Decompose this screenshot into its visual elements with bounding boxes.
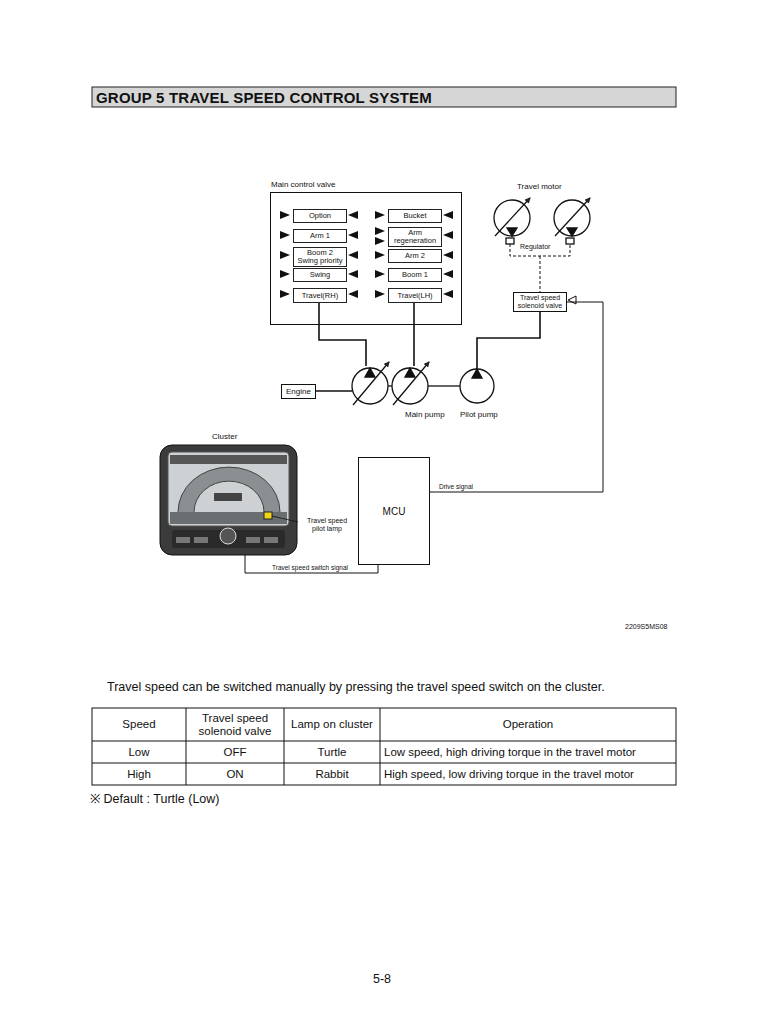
table-cell: Operation: [380, 708, 676, 741]
component-box: Engine: [281, 384, 316, 399]
part-label: Pilot pump: [460, 410, 498, 419]
hydraulic-lines: [316, 303, 540, 391]
table-cell: Lamp on cluster: [284, 708, 380, 741]
spool-box: Travel(LH): [388, 288, 442, 303]
node-text: Main control valve: [271, 180, 335, 189]
node-text: Travel(LH): [397, 292, 432, 300]
title-bar: [92, 87, 676, 107]
title: GROUP 5 TRAVEL SPEED CONTROL SYSTEM: [96, 89, 432, 106]
node-text: Arm regeneration: [391, 229, 439, 245]
node-text: Travel speed solenoid valve: [516, 294, 564, 310]
part-label: Regulator: [520, 243, 550, 251]
table-cell: Travel speed solenoid valve: [186, 708, 284, 741]
page-number: 5-8: [373, 972, 391, 986]
table-cell: Turtle: [284, 741, 380, 763]
table-cell: High speed, low driving torque in the tr…: [380, 763, 676, 785]
leader-line: [272, 516, 298, 522]
signal-wire: [430, 302, 603, 492]
cluster-illustration: [160, 445, 297, 555]
solenoid-symbol: [568, 296, 576, 304]
controller-box: MCU: [358, 457, 430, 565]
node-text: Travel(RH): [302, 292, 338, 300]
pilot-arrows: [280, 211, 453, 298]
spool-box: Arm 1: [293, 229, 347, 243]
node-text: Bucket: [404, 212, 427, 220]
node-text: Boom 2 Swing priority: [296, 249, 344, 265]
spool-box: Option: [293, 209, 347, 223]
table-cell: Low: [92, 741, 186, 763]
pump-symbols: [352, 362, 494, 405]
note-text: ※ Default : Turtle (Low): [90, 792, 220, 806]
node-text: Arm 1: [310, 232, 330, 240]
table-grid: [92, 708, 676, 785]
signal-label: Travel speed switch signal: [271, 564, 349, 571]
note-text: Travel speed can be switched manually by…: [107, 680, 605, 694]
table-cell: OFF: [186, 741, 284, 763]
spool-box: Arm 2: [388, 249, 442, 263]
travel-motors: [494, 198, 590, 244]
spool-box: Swing: [293, 268, 347, 282]
spool-box: Arm regeneration: [388, 227, 442, 247]
signal-label: Drive signal: [438, 483, 474, 490]
node-text: Swing: [310, 271, 330, 279]
node-text: Option: [309, 212, 331, 220]
figure-code: 2209S5MS08: [625, 623, 667, 631]
table-cell: Low speed, high driving torque in the tr…: [380, 741, 676, 763]
table-cell: High: [92, 763, 186, 785]
component-box: Travel speed solenoid valve: [513, 292, 567, 312]
pilot-dashed-lines: [510, 244, 570, 292]
valve-housing: Main control valveOptionBucketArm 1Arm r…: [270, 192, 462, 325]
part-label: Travel speed pilot lamp: [300, 517, 354, 533]
node-text: Boom 1: [402, 271, 428, 279]
node-text: Arm 2: [405, 252, 425, 260]
spool-box: Boom 1: [388, 268, 442, 282]
table-cell: Rabbit: [284, 763, 380, 785]
table-cell: ON: [186, 763, 284, 785]
node-text: Engine: [286, 388, 311, 396]
node-text: MCU: [383, 506, 406, 517]
spool-box: Boom 2 Swing priority: [293, 247, 347, 267]
part-label: Main pump: [405, 410, 445, 419]
spool-box: Travel(RH): [293, 288, 347, 303]
cluster-panel: Cluster: [160, 445, 297, 555]
part-label: Travel motor: [517, 182, 562, 191]
node-text: Cluster: [212, 432, 237, 441]
table-cell: Speed: [92, 708, 186, 741]
spool-box: Bucket: [388, 209, 442, 223]
